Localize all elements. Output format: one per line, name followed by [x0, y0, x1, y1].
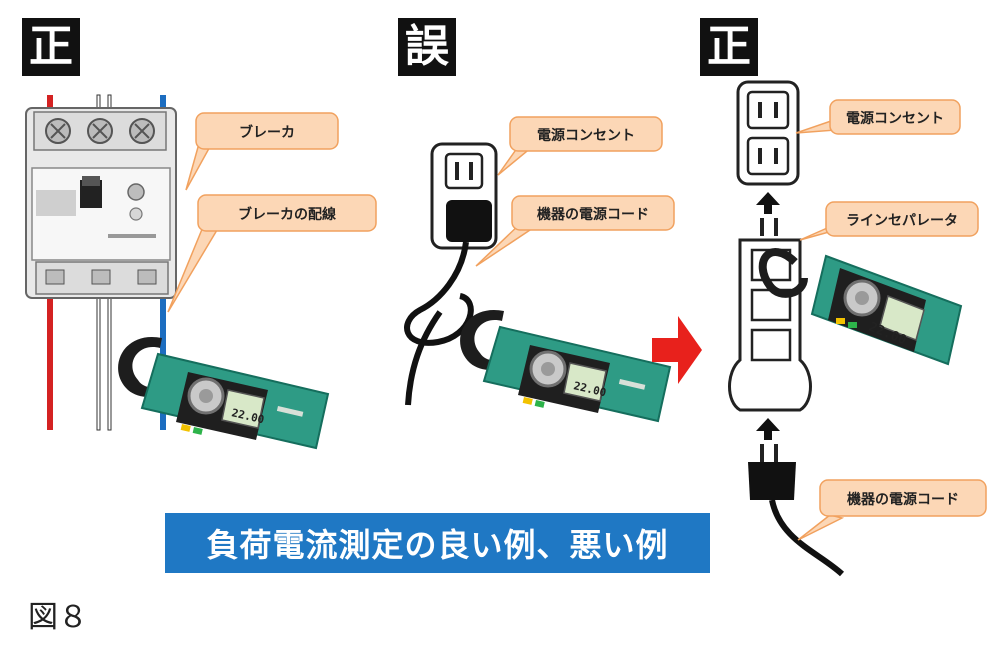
callout-cord-right-text: 機器の電源コード — [847, 491, 959, 508]
line-separator — [728, 218, 812, 412]
callout-cord-right: 機器の電源コード — [797, 479, 987, 541]
correct-separator-scene: 22.00 — [728, 80, 963, 577]
power-plug-right — [748, 444, 796, 500]
breaker-body — [25, 107, 177, 299]
callout-cord-middle-text: 機器の電源コード — [537, 206, 649, 223]
callout-breaker: ブレーカ — [185, 112, 339, 191]
correct-badge-left: 正 — [22, 18, 80, 76]
callout-breaker-wiring: ブレーカの配線 — [167, 194, 377, 313]
figure-caption: 図８ — [28, 600, 88, 635]
clamp-meter-wrong — [458, 308, 672, 423]
callout-breaker-wiring-text: ブレーカの配線 — [238, 206, 336, 223]
double-outlet — [736, 80, 800, 186]
up-arrow-icon — [756, 192, 780, 214]
callout-separator: ラインセパレータ — [799, 201, 979, 241]
callout-cord-middle: 機器の電源コード — [475, 195, 675, 267]
red-arrow-icon — [652, 316, 702, 384]
callout-breaker-text: ブレーカ — [239, 124, 295, 141]
breaker-scene — [25, 94, 330, 450]
clamp-meter-correct-right — [810, 254, 963, 366]
title-banner: 負荷電流測定の良い例、悪い例 — [165, 513, 710, 573]
incorrect-badge: 誤 — [398, 18, 456, 76]
callout-outlet-right-text: 電源コンセント — [846, 110, 944, 127]
callout-separator-text: ラインセパレータ — [846, 213, 958, 229]
callout-outlet-middle-text: 電源コンセント — [537, 127, 635, 144]
power-plug — [446, 200, 492, 242]
callout-outlet-middle: 電源コンセント — [497, 116, 663, 176]
correct-badge-right: 正 — [700, 18, 758, 76]
up-arrow-icon — [756, 418, 780, 440]
wrong-scene — [404, 142, 672, 423]
callout-outlet-right: 電源コンセント — [795, 99, 961, 135]
clamp-meter-correct-left — [116, 335, 330, 450]
